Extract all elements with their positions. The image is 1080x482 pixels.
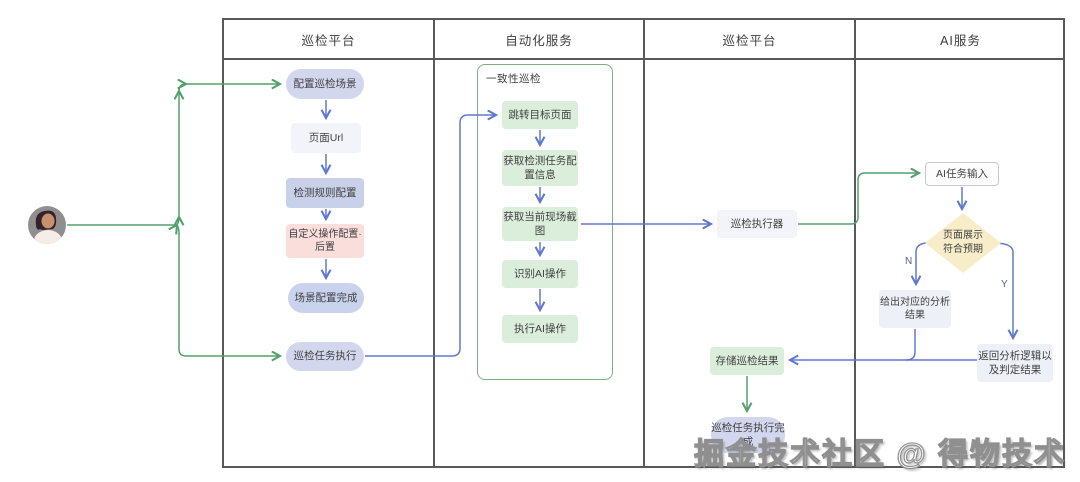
lane-header-inspection-platform-1: 巡检平台: [301, 33, 356, 48]
decision-text: 页面展示符合预期: [943, 229, 983, 256]
node-executor: 巡检执行器: [717, 210, 797, 238]
node-task-exec: 巡检任务执行: [286, 342, 364, 371]
lane-header-ai-service: AI服务: [940, 33, 981, 48]
lane-header-inspection-platform-2: 巡检平台: [722, 33, 777, 48]
branch-label-yes: Y: [1001, 279, 1008, 290]
node-scene-done: 场景配置完成: [288, 283, 364, 313]
node-analysis-result: 给出对应的分析结果: [879, 290, 951, 328]
node-store-result: 存储巡检结果: [710, 347, 784, 375]
node-get-screenshot: 获取当前现场截图: [502, 207, 578, 241]
node-jump-page: 跳转目标页面: [502, 101, 578, 129]
watermark-text: 掘金技术社区 @ 得物技术: [693, 437, 1066, 471]
lane-header-automation-service: 自动化服务: [505, 33, 573, 48]
lane-divider-2: [643, 20, 645, 466]
consistency-inspection-group-label: 一致性巡检: [486, 73, 541, 85]
lane-divider-3: [854, 20, 856, 466]
branch-label-no: N: [905, 256, 913, 267]
node-ai-input: AI任务输入: [925, 162, 999, 186]
node-detection-rules: 检测规则配置: [286, 178, 364, 208]
lane-divider-1: [433, 20, 435, 466]
node-exec-ai: 执行AI操作: [502, 315, 578, 343]
node-page-url: 页面Url: [291, 123, 361, 153]
node-return-logic: 返回分析逻辑以及判定结果: [977, 344, 1053, 382]
person-icon: [28, 206, 66, 244]
user-avatar: [27, 205, 67, 245]
node-configure-scene: 配置巡检场景: [286, 69, 364, 99]
node-custom-ops: 自定义操作配置·后置: [286, 224, 364, 258]
node-task-done: 巡检任务执行完成: [711, 417, 785, 453]
node-identify-ai: 识别AI操作: [502, 260, 578, 288]
node-get-task-config: 获取检测任务配置信息: [502, 150, 578, 186]
